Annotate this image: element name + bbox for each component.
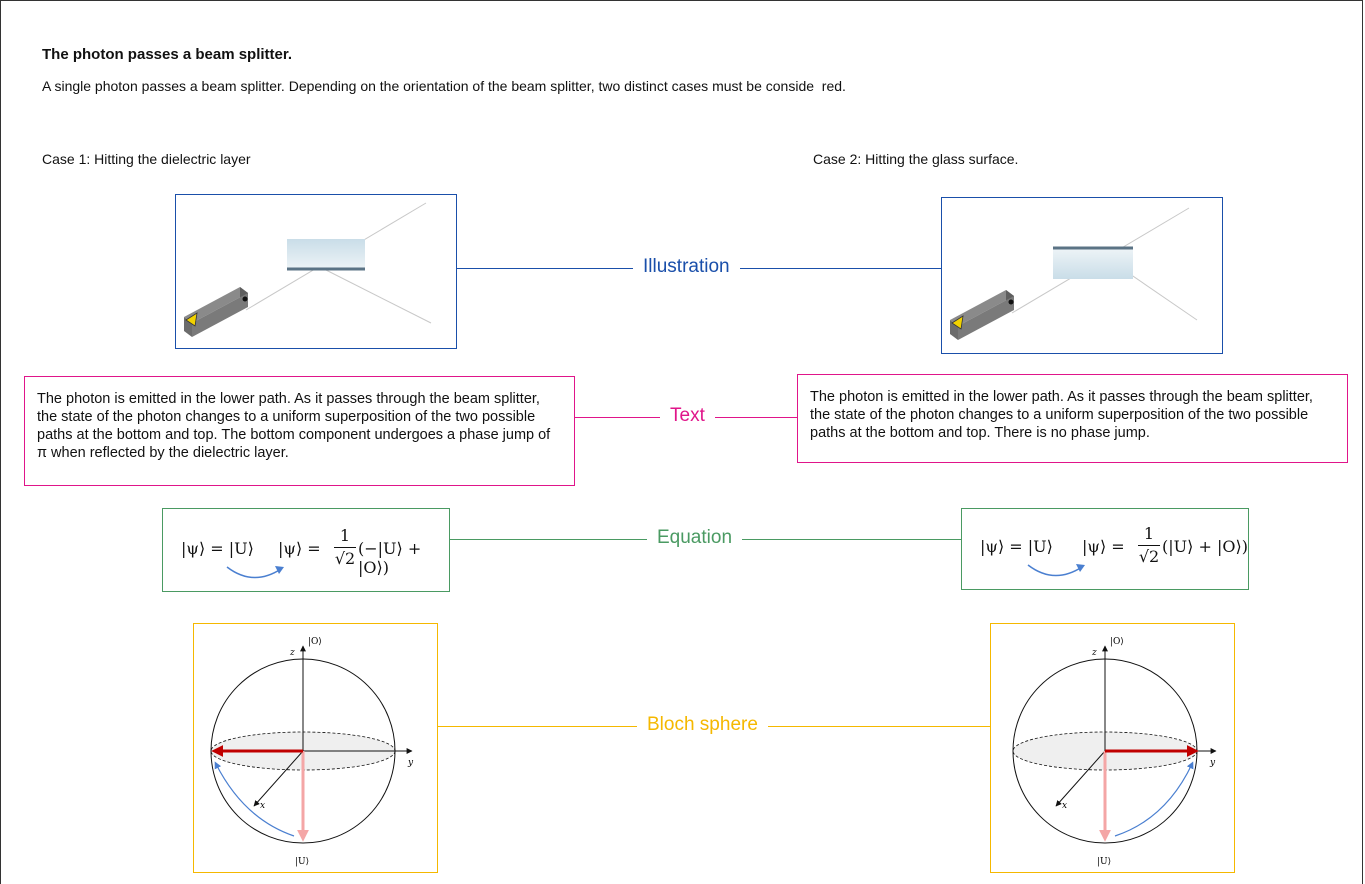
fraction-numerator: 1 [1143, 524, 1155, 543]
x-axis [1055, 750, 1106, 807]
fraction-bar [1138, 545, 1160, 546]
final-state-lhs: |ψ⟩ = [278, 539, 321, 558]
case-2-equation-box: |ψ⟩ = |U⟩ |ψ⟩ = 1 √2 (|U⟩ + |O⟩) [961, 508, 1249, 590]
initial-state-equation: |ψ⟩ = |U⟩ [181, 539, 254, 558]
beam-splitter-setup-1 [184, 202, 432, 337]
case-1-bloch-box: z |O⟩ y x |U⟩ [193, 623, 438, 873]
top-ket-label: |O⟩ [308, 637, 322, 647]
glass-block [1053, 248, 1133, 279]
final-state-rhs: (−|U⟩ + |O⟩) [358, 539, 422, 577]
bloch-sphere-2: z |O⟩ y x |U⟩ [1012, 637, 1217, 867]
fraction-bar [334, 547, 356, 548]
bottom-ket-label: |U⟩ [1097, 857, 1111, 867]
case-2-heading: Case 2: Hitting the glass surface. [813, 151, 1019, 167]
page-title: The photon passes a beam splitter. [42, 46, 293, 63]
y-axis-label: y [407, 758, 414, 768]
bloch-label: Bloch sphere [637, 714, 768, 736]
rotation-arrow [1114, 761, 1194, 837]
case-2-bloch-box: z |O⟩ y x |U⟩ [990, 623, 1235, 873]
case-2-text: The photon is emitted in the lower path.… [810, 389, 1313, 441]
case-1-illustration [175, 194, 457, 349]
x-axis-label: x [1062, 801, 1067, 811]
top-ket-label: |O⟩ [1110, 637, 1124, 647]
fraction-denominator: √2 [1138, 547, 1160, 566]
equation-label: Equation [647, 527, 743, 549]
beam-splitter-setup-2 [950, 207, 1198, 340]
laser-icon [184, 287, 248, 337]
x-axis [253, 750, 304, 807]
final-state-rhs: (|U⟩ + |O⟩) [1162, 537, 1248, 556]
illustration-label: Illustration [633, 256, 740, 278]
fraction-numerator: 1 [339, 526, 351, 545]
rotation-arrow [214, 761, 295, 837]
case-1-equation-box: |ψ⟩ = |U⟩ |ψ⟩ = 1 √2 (−|U⟩ + |O⟩) [162, 508, 450, 592]
bottom-ket-label: |U⟩ [295, 857, 309, 867]
transition-arrow [226, 566, 284, 579]
glass-block [287, 239, 365, 270]
z-axis-label: z [289, 648, 295, 658]
text-label: Text [660, 405, 715, 427]
y-axis-label: y [1209, 758, 1216, 768]
case-1-text: The photon is emitted in the lower path.… [37, 391, 551, 461]
fraction-denominator: √2 [334, 549, 356, 568]
transition-arrow [1027, 564, 1085, 577]
case-2-illustration [941, 197, 1223, 354]
case-1-text-box: The photon is emitted in the lower path.… [24, 376, 575, 486]
z-axis-label: z [1091, 648, 1097, 658]
final-state-lhs: |ψ⟩ = [1082, 537, 1125, 556]
intro-text: A single photon passes a beam splitter. … [42, 78, 846, 94]
initial-state-equation: |ψ⟩ = |U⟩ [980, 537, 1053, 556]
case-2-text-box: The photon is emitted in the lower path.… [797, 374, 1348, 463]
case-1-heading: Case 1: Hitting the dielectric layer [42, 151, 251, 167]
laser-icon [950, 290, 1014, 340]
bloch-sphere-1: z |O⟩ y x |U⟩ [210, 637, 414, 867]
x-axis-label: x [260, 801, 265, 811]
